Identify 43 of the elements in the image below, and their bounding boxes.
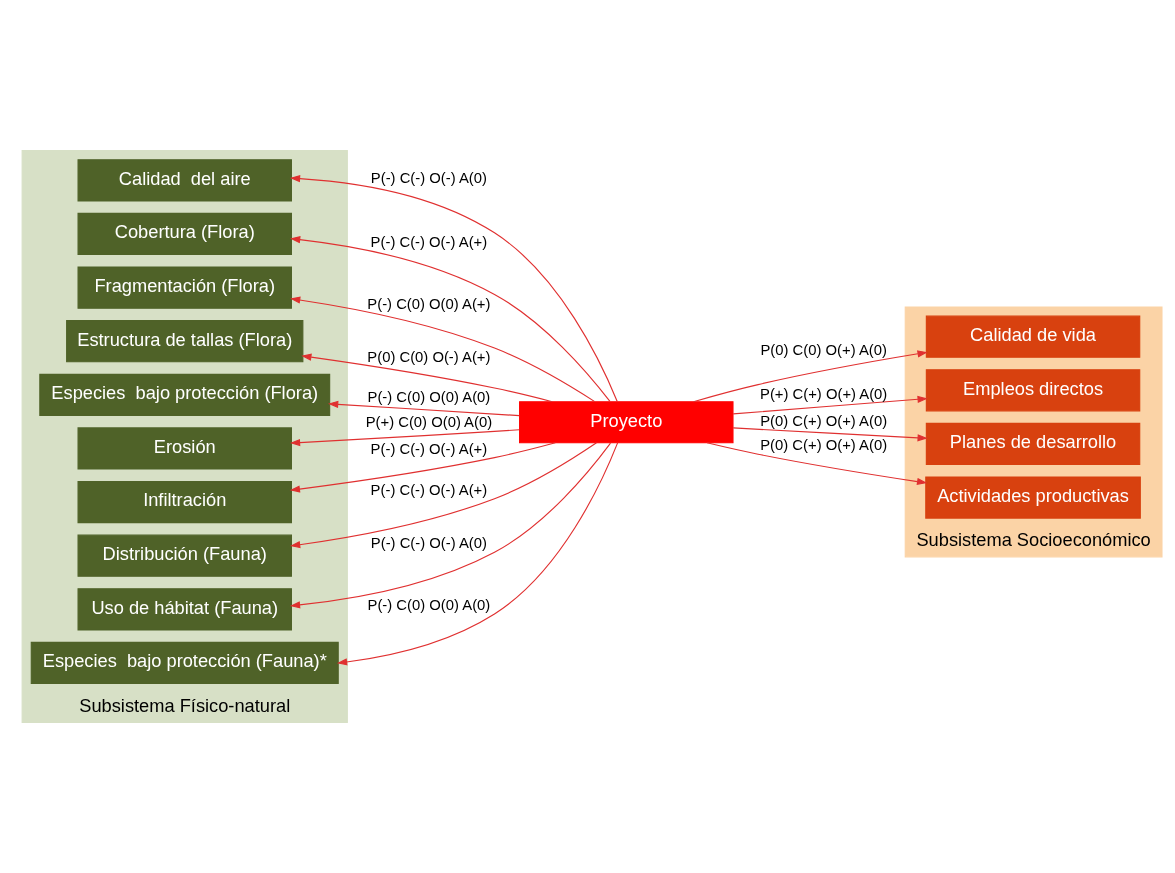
- arrow: [289, 442, 612, 609]
- node-box: Especies bajo protección (Fauna)*: [30, 641, 339, 685]
- arrow: [289, 442, 598, 549]
- edge-label: P(+) C(+) O(+) A(0): [760, 385, 888, 402]
- edge-label: P(0) C(0) O(+) A(0): [760, 342, 887, 359]
- edge-label: P(-) C(-) O(-) A(+): [370, 440, 488, 457]
- arrow: [706, 442, 928, 486]
- node-box: Calidad del aire: [77, 159, 292, 202]
- arrow: [289, 442, 556, 493]
- node-box: Erosión: [77, 427, 292, 470]
- edge-label: P(0) C(+) O(+) A(0): [760, 437, 888, 454]
- arrow: [328, 400, 520, 417]
- arrow: [732, 427, 928, 442]
- arrow: [336, 442, 619, 666]
- node-box: Fragmentación (Flora): [77, 266, 292, 309]
- arrow: [692, 350, 928, 403]
- arrow: [301, 353, 553, 403]
- node-box: Infiltración: [77, 481, 292, 524]
- node-box: Planes de desarrollo: [925, 422, 1141, 465]
- arrow: [289, 175, 618, 403]
- edge-label: P(-) C(-) O(-) A(+): [370, 233, 488, 250]
- node-box: Distribución (Fauna): [77, 534, 292, 577]
- edge-label: P(+) C(0) O(0) A(0): [365, 414, 493, 431]
- node-box: Calidad de vida: [925, 315, 1141, 358]
- node-box: Cobertura (Flora): [77, 212, 292, 256]
- node-box: Uso de hábitat (Fauna): [77, 588, 292, 631]
- node-box: Especies bajo protección (Flora): [39, 373, 331, 416]
- edge-label: P(-) C(0) O(0) A(+): [367, 295, 491, 312]
- arrow: [289, 429, 520, 447]
- node-box: Actividades productivas: [925, 476, 1141, 519]
- arrow: [732, 395, 928, 415]
- edge-label: P(-) C(0) O(0) A(0): [367, 596, 491, 613]
- node-box: Proyecto: [519, 401, 734, 444]
- edge-label: P(0) C(0) O(-) A(+): [367, 349, 491, 366]
- edge-label: P(-) C(-) O(-) A(+): [370, 481, 488, 498]
- arrow: [290, 296, 596, 403]
- edge-label: P(-) C(-) O(-) A(0): [370, 170, 487, 187]
- edge-label: P(-) C(-) O(-) A(0): [370, 535, 487, 552]
- edge-label: P(0) C(+) O(+) A(0): [760, 413, 888, 430]
- node-box: Empleos directos: [925, 369, 1141, 412]
- arrow: [290, 236, 611, 402]
- node-box: Estructura de tallas (Flora): [66, 320, 304, 363]
- edge-label: P(-) C(0) O(0) A(0): [367, 389, 491, 406]
